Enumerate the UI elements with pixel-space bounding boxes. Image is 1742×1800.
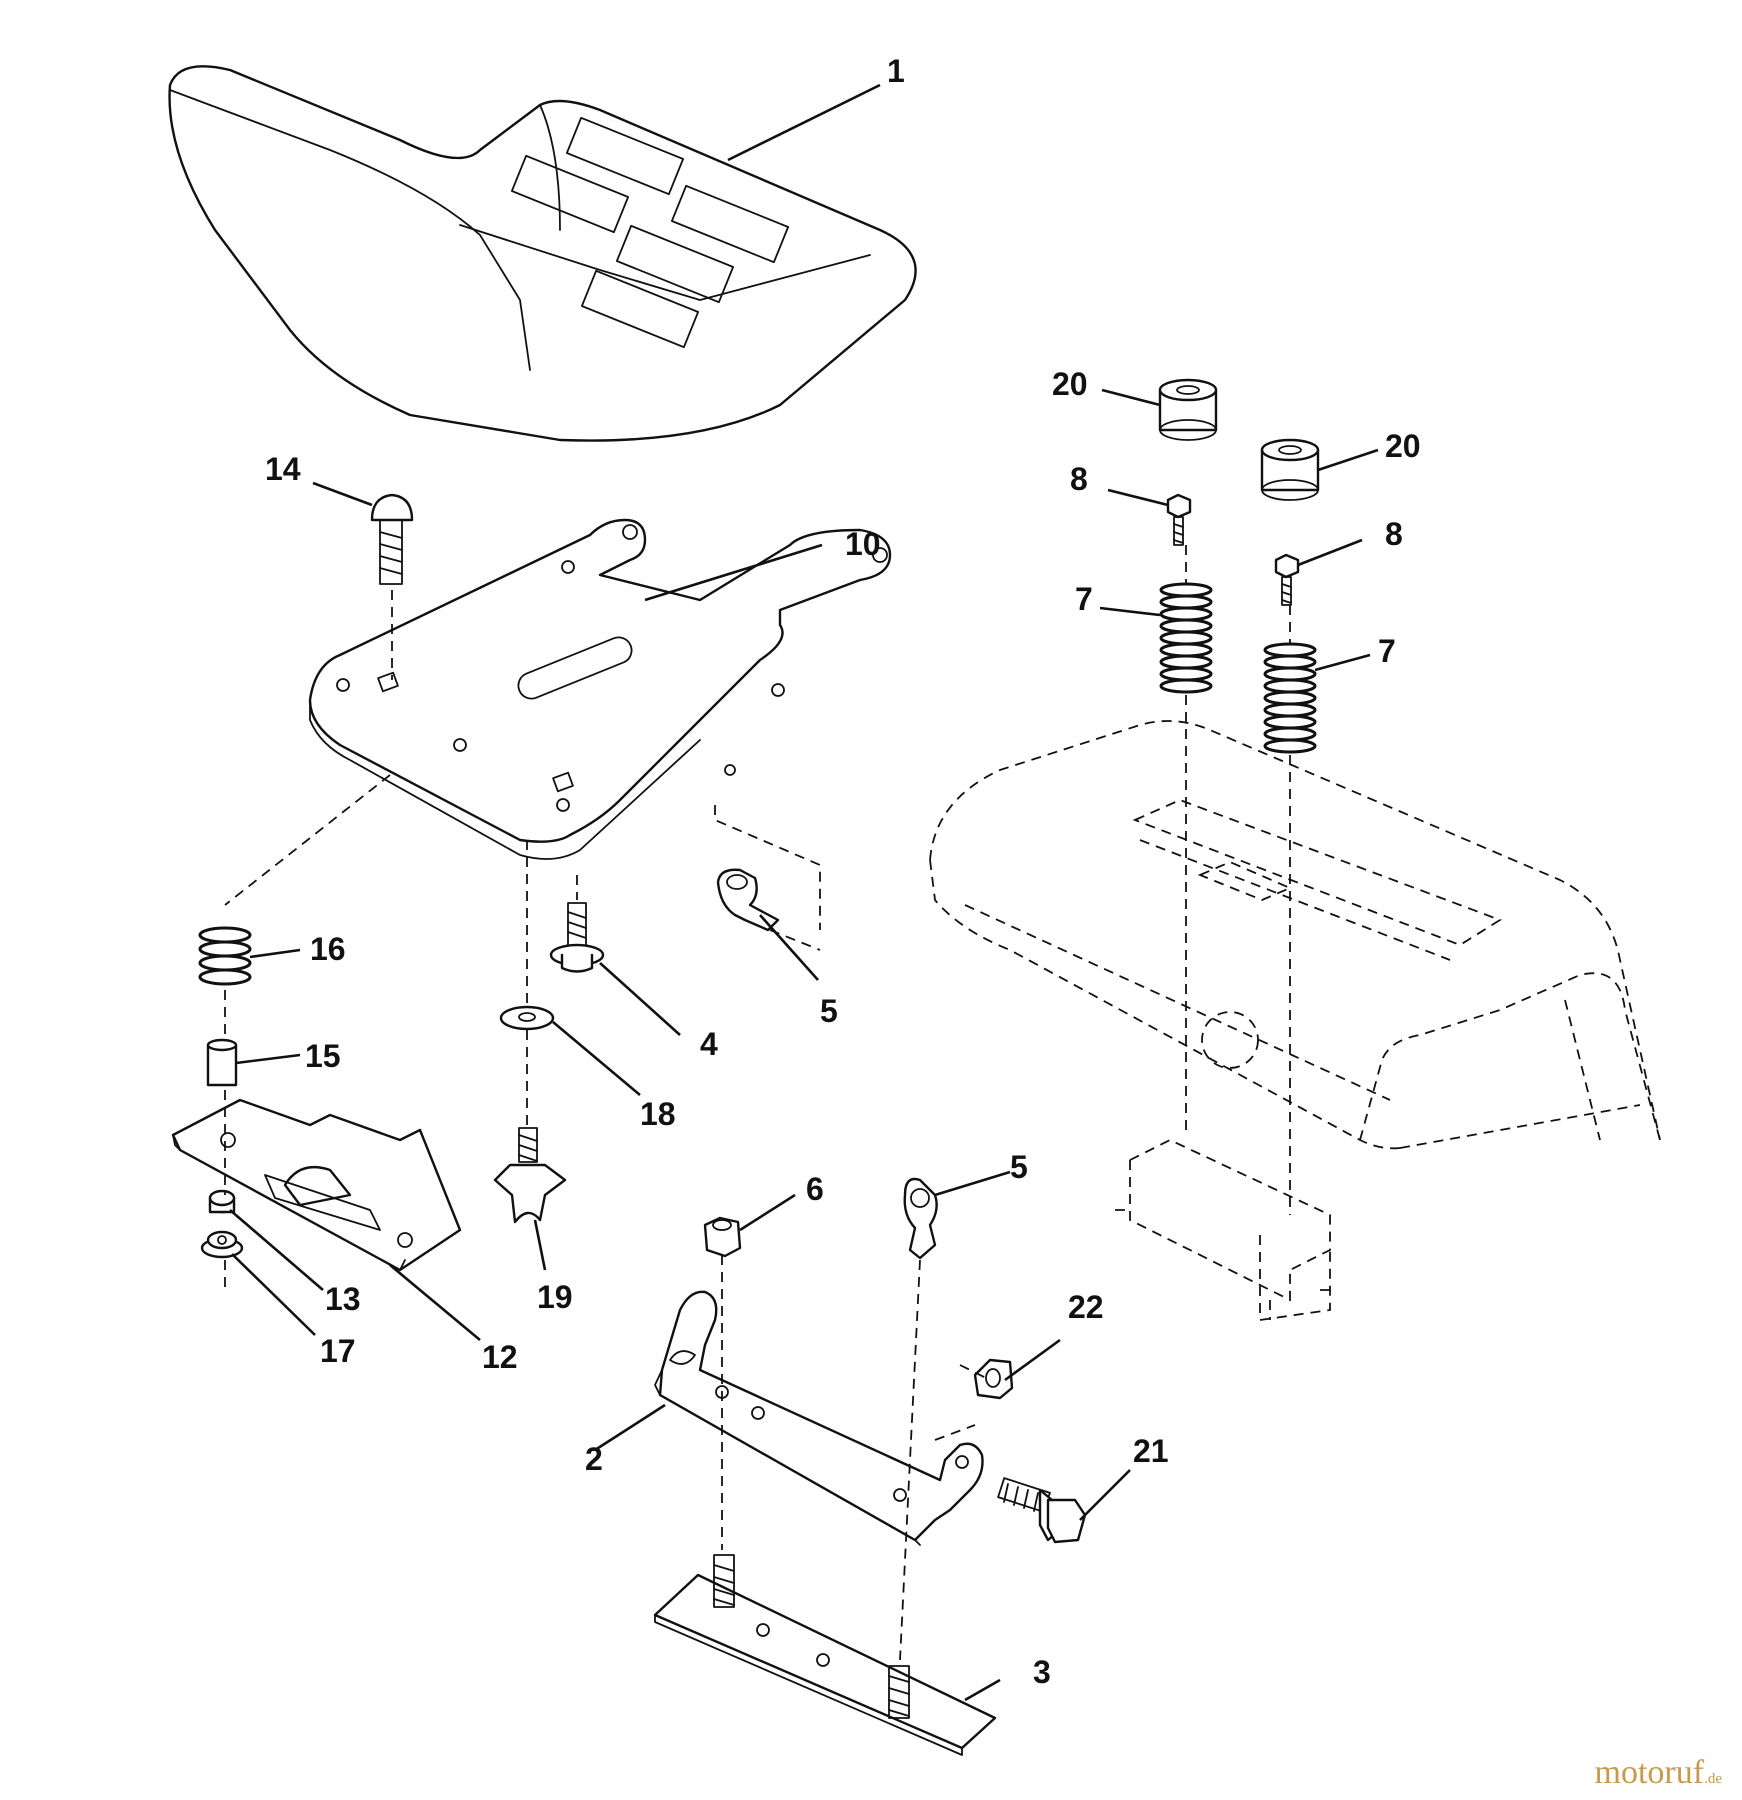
callout-10: 10 (845, 526, 881, 562)
seat-pan-part (308, 518, 892, 860)
callout-3: 3 (1033, 1654, 1051, 1690)
bracket-plate-part (171, 1098, 462, 1272)
leader-lines (229, 83, 1379, 1702)
carriage-bolt-part (370, 493, 414, 585)
callout-2: 2 (585, 1441, 603, 1477)
callout-7-right: 7 (1378, 633, 1396, 669)
bushing-20-left (1158, 378, 1218, 441)
flange-nut-part (200, 1230, 244, 1259)
callout-labels: 1 10 14 16 15 13 17 12 19 18 4 5 5 6 2 3… (265, 53, 1421, 1690)
callout-5-lower: 5 (1010, 1149, 1028, 1185)
callout-1: 1 (887, 53, 905, 89)
washer-part (499, 1005, 555, 1031)
spring-7-left (1159, 582, 1213, 694)
clip-part-lower (903, 1177, 938, 1260)
callout-8-right: 8 (1385, 516, 1403, 552)
spring-part (198, 926, 252, 986)
nut-part (208, 1189, 236, 1214)
callout-17: 17 (320, 1333, 356, 1369)
callout-18: 18 (640, 1096, 676, 1132)
callout-20-left: 20 (1052, 366, 1088, 402)
pivot-bracket-part (654, 1290, 984, 1546)
callout-5-upper: 5 (820, 993, 838, 1029)
callout-22: 22 (1068, 1289, 1104, 1325)
callout-12: 12 (482, 1339, 518, 1375)
callout-16: 16 (310, 931, 346, 967)
callout-14: 14 (265, 451, 301, 487)
callout-8-left: 8 (1070, 461, 1088, 497)
bushing-20-right (1260, 438, 1320, 501)
assembly-lines (224, 545, 1291, 1661)
callout-6: 6 (806, 1171, 824, 1207)
callout-15: 15 (305, 1038, 341, 1074)
tractor-fender-outline (929, 720, 1661, 1322)
shoulder-bolt-part (549, 902, 605, 973)
callout-19: 19 (537, 1279, 573, 1315)
bushing-part (206, 1038, 238, 1087)
screw-8-left (1166, 493, 1192, 546)
seat-part (168, 65, 917, 442)
mounting-plate-part (653, 1554, 997, 1756)
clip-part-upper (716, 868, 780, 932)
callout-13: 13 (325, 1281, 361, 1317)
flange-nut-22-part (973, 1358, 1014, 1400)
callout-7-left: 7 (1075, 581, 1093, 617)
callout-4: 4 (700, 1026, 718, 1062)
watermark-brand: motoruf (1594, 1754, 1705, 1791)
callout-21: 21 (1133, 1433, 1169, 1469)
hex-bolt-part (997, 1477, 1087, 1544)
watermark-logo: motoruf.de (1595, 1754, 1722, 1792)
spring-7-right (1263, 642, 1317, 754)
callout-20-right: 20 (1385, 428, 1421, 464)
watermark-tld: .de (1704, 1771, 1722, 1787)
knob-part (493, 1127, 567, 1224)
hex-nut-part (703, 1216, 742, 1258)
screw-8-right (1274, 553, 1300, 606)
